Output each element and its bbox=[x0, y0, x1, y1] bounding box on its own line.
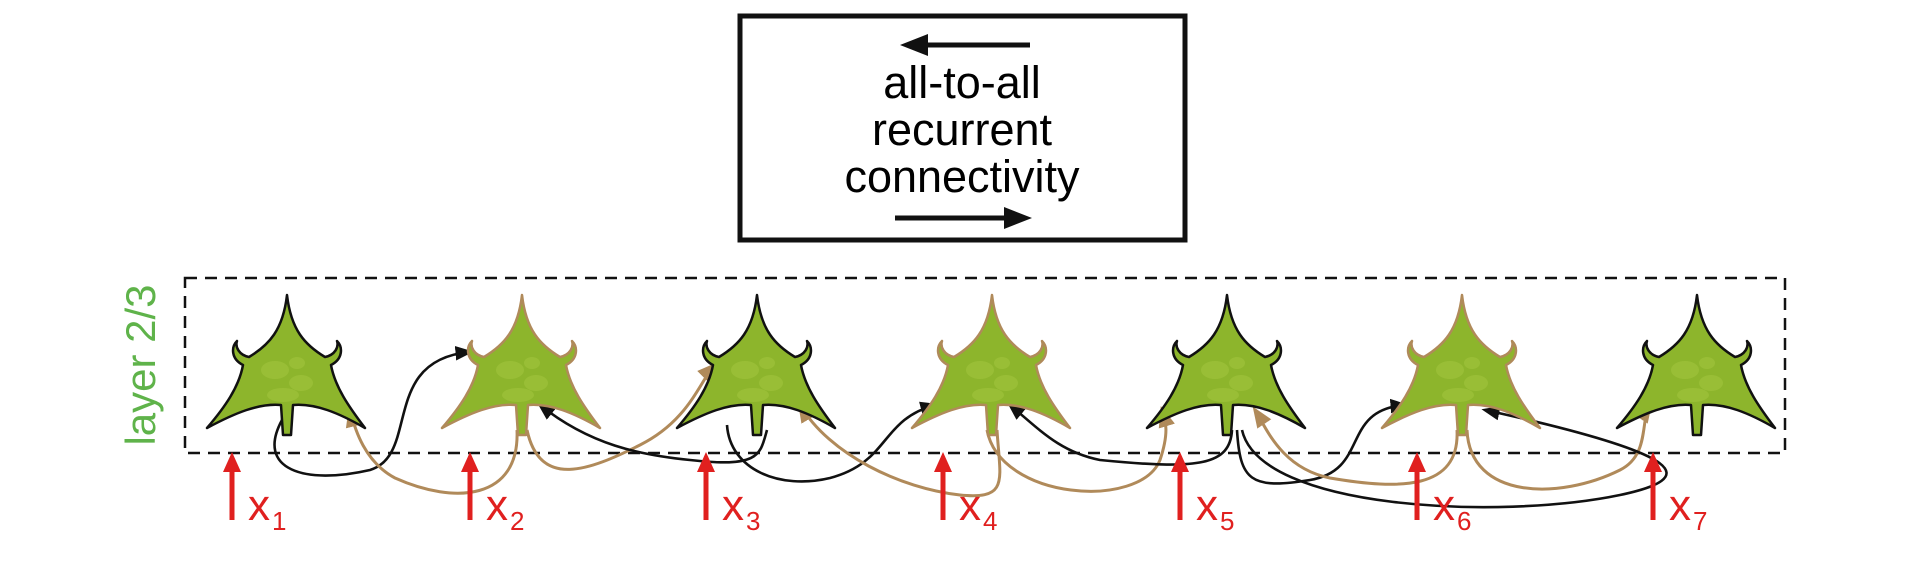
up-arrow-icon bbox=[461, 452, 479, 472]
soma-texture bbox=[994, 375, 1018, 391]
soma-texture bbox=[261, 361, 289, 379]
title-line-3: connectivity bbox=[844, 151, 1080, 202]
input-label: x2 bbox=[486, 481, 524, 536]
input-letter: x bbox=[1669, 481, 1691, 530]
up-arrow-icon bbox=[1171, 452, 1189, 472]
connection-arc-9 bbox=[1235, 398, 1409, 485]
input-letter: x bbox=[486, 481, 508, 530]
connection-arc-8 bbox=[1007, 402, 1234, 466]
soma-texture bbox=[1677, 388, 1709, 402]
soma-texture bbox=[972, 388, 1004, 402]
input-subscript: 1 bbox=[272, 506, 286, 536]
neuron-4 bbox=[910, 293, 1072, 437]
input-subscript: 4 bbox=[983, 506, 997, 536]
layer-region-box bbox=[183, 276, 1787, 455]
title-box: all-to-all recurrent connectivity bbox=[737, 13, 1188, 243]
input-1: x1 bbox=[223, 452, 286, 536]
soma-texture bbox=[289, 375, 313, 391]
soma-texture bbox=[502, 388, 534, 402]
soma-texture bbox=[524, 375, 548, 391]
input-5: x5 bbox=[1171, 452, 1234, 536]
up-arrow-icon bbox=[1644, 452, 1662, 472]
neuron-3 bbox=[675, 293, 837, 437]
soma-texture bbox=[1464, 357, 1480, 369]
title-line-1: all-to-all bbox=[883, 57, 1041, 108]
recurrent-connections bbox=[273, 346, 1668, 509]
neuron-7 bbox=[1615, 293, 1777, 437]
connection-arc-10 bbox=[1252, 406, 1459, 486]
soma-texture bbox=[759, 357, 775, 369]
neuron-2 bbox=[440, 293, 602, 437]
soma-texture bbox=[1699, 375, 1723, 391]
neuron-6 bbox=[1380, 293, 1542, 437]
input-subscript: 3 bbox=[746, 506, 760, 536]
input-label: x6 bbox=[1433, 481, 1471, 536]
input-label: x4 bbox=[959, 481, 997, 536]
soma-texture bbox=[1201, 361, 1229, 379]
connection-arc-4 bbox=[537, 402, 769, 464]
input-3: x3 bbox=[697, 452, 760, 536]
input-7: x7 bbox=[1644, 452, 1707, 536]
input-letter: x bbox=[248, 481, 270, 530]
neuron-1 bbox=[205, 293, 367, 437]
input-subscript: 6 bbox=[1457, 506, 1471, 536]
left-arrow-icon bbox=[900, 34, 1030, 56]
soma-texture bbox=[524, 357, 540, 369]
soma-texture bbox=[289, 357, 305, 369]
input-label: x7 bbox=[1669, 481, 1707, 536]
neuron-5 bbox=[1145, 293, 1307, 437]
soma-texture bbox=[1699, 357, 1715, 369]
soma-texture bbox=[1442, 388, 1474, 402]
soma-texture bbox=[1207, 388, 1239, 402]
connection-arc-11 bbox=[1465, 401, 1653, 491]
connection-arc-5 bbox=[725, 401, 939, 483]
input-letter: x bbox=[722, 481, 744, 530]
soma-texture bbox=[1229, 357, 1245, 369]
input-subscript: 5 bbox=[1220, 506, 1234, 536]
connection-arc-3 bbox=[525, 362, 718, 471]
layer-label: layer 2/3 bbox=[117, 284, 164, 445]
up-arrow-icon bbox=[223, 452, 241, 472]
input-subscript: 2 bbox=[510, 506, 524, 536]
title-box-border bbox=[737, 13, 1188, 243]
input-2: x2 bbox=[461, 452, 524, 536]
up-arrow-icon bbox=[934, 452, 952, 472]
connection-arc-1 bbox=[273, 346, 474, 477]
input-letter: x bbox=[1196, 481, 1218, 530]
up-arrow-icon bbox=[697, 452, 715, 472]
soma-texture bbox=[1436, 361, 1464, 379]
input-label: x3 bbox=[722, 481, 760, 536]
soma-texture bbox=[731, 361, 759, 379]
connection-arc-6 bbox=[797, 401, 1002, 498]
input-6: x6 bbox=[1408, 452, 1471, 536]
input-label: x1 bbox=[248, 481, 286, 536]
input-letter: x bbox=[959, 481, 981, 530]
connection-arc-2 bbox=[345, 405, 519, 495]
right-arrow-icon bbox=[895, 207, 1032, 229]
soma-texture bbox=[1229, 375, 1253, 391]
connection-arc-7 bbox=[985, 405, 1175, 493]
soma-texture bbox=[1464, 375, 1488, 391]
soma-texture bbox=[759, 375, 783, 391]
soma-texture bbox=[994, 357, 1010, 369]
input-subscript: 7 bbox=[1693, 506, 1707, 536]
soma-texture bbox=[737, 388, 769, 402]
up-arrow-icon bbox=[1408, 452, 1426, 472]
soma-texture bbox=[267, 388, 299, 402]
soma-texture bbox=[966, 361, 994, 379]
title-line-2: recurrent bbox=[872, 104, 1053, 155]
connection-arc-12 bbox=[1240, 406, 1668, 509]
input-letter: x bbox=[1433, 481, 1455, 530]
soma-texture bbox=[496, 361, 524, 379]
soma-texture bbox=[1671, 361, 1699, 379]
input-4: x4 bbox=[934, 452, 997, 536]
input-label: x5 bbox=[1196, 481, 1234, 536]
neuron-layer bbox=[205, 293, 1777, 437]
